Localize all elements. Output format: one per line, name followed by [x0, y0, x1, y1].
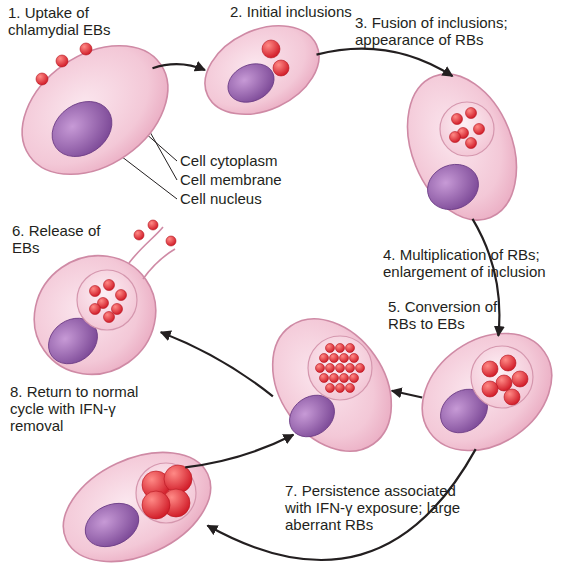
step-label: 6. Release of EBs [12, 222, 102, 256]
cell-node: 6. Release of EBs [25, 245, 165, 375]
chlamydial-body [164, 465, 192, 493]
chlamydial-body [346, 384, 355, 393]
chlamydial-body [326, 344, 335, 353]
cell-illustration [62, 455, 212, 560]
cell-body [248, 296, 416, 474]
cell-nucleus [41, 90, 122, 168]
cycle-arrow [161, 332, 273, 396]
cell-nucleus [78, 495, 146, 555]
step-label: 7. Persistence associated with IFN-γ exp… [285, 482, 475, 533]
chlamydial-body [326, 384, 335, 393]
chlamydial-body [134, 230, 144, 240]
step-label: 3. Fusion of inclusions; appearance of R… [355, 14, 560, 48]
chlamydial-body [90, 286, 101, 297]
chlamydial-body [350, 354, 359, 363]
chlamydial-body [346, 364, 355, 373]
cell-nucleus [421, 157, 486, 217]
cell-body [0, 19, 192, 201]
cell-body [46, 431, 228, 577]
part-label: Cell membrane [180, 171, 320, 188]
chlamydial-body [262, 40, 280, 58]
part-label: Cell cytoplasm [180, 152, 320, 169]
step-label: 5. Conversion of RBs to EBs [388, 298, 518, 332]
chlamydial-body [104, 280, 115, 291]
part-label: Cell nucleus [180, 190, 320, 207]
inclusion [440, 102, 494, 156]
chlamydial-body [326, 364, 335, 373]
chlamydial-body [452, 114, 463, 125]
cell-body [387, 58, 537, 236]
chlamydial-body [320, 354, 329, 363]
inclusion [136, 463, 196, 523]
chlamydial-body [148, 220, 158, 230]
cycle-arrow [208, 449, 476, 560]
cell-illustration [405, 75, 520, 220]
cycle-arrow [153, 64, 206, 70]
chlamydial-body [166, 236, 176, 246]
chlamydial-body [316, 364, 325, 373]
ruptured-membrane [129, 227, 175, 279]
inclusion [471, 346, 533, 408]
chlamydial-body [340, 374, 349, 383]
chlamydial-body [330, 374, 339, 383]
cell-node: 2. Initial inclusions [205, 25, 320, 115]
chlamydial-body [336, 384, 345, 393]
chlamydial-body [112, 304, 123, 315]
step-label: 4. Multiplication of RBs; enlargement of… [383, 246, 563, 280]
chlamydial-body [346, 344, 355, 353]
chlamydial-body [336, 364, 345, 373]
chlamydial-body [512, 371, 528, 387]
cycle-arrow [185, 435, 293, 468]
cell-node: 1. Uptake of chlamydial EBs [20, 45, 170, 175]
cell-illustration [25, 245, 165, 375]
chlamydial-body [496, 375, 512, 391]
chlamydial-body [356, 364, 365, 373]
cycle-arrow [473, 219, 500, 336]
cell-illustration [272, 320, 392, 450]
cell-body [11, 232, 179, 398]
chlamydial-body [90, 304, 101, 315]
chlamydial-body [482, 381, 498, 397]
chlamydial-body [116, 290, 127, 301]
chlamydial-body [500, 355, 516, 371]
cell-body [400, 309, 563, 474]
cell-node: 5. Conversion of RBs to EBs [422, 335, 552, 450]
chlamydial-body [80, 43, 92, 55]
cell-illustration [205, 25, 320, 115]
cycle-arrow [317, 49, 453, 77]
chlamydial-body [474, 124, 485, 135]
cell-node: 3. Fusion of inclusions; appearance of R… [405, 75, 520, 220]
inclusion [308, 336, 372, 400]
chlamydial-body [466, 138, 477, 149]
chlamydial-body [340, 354, 349, 363]
chlamydial-body [56, 55, 68, 67]
leader-line [150, 132, 177, 180]
chlamydial-body [336, 344, 345, 353]
chlamydial-body [142, 491, 170, 519]
chlamydial-body [320, 374, 329, 383]
chlamydial-body [104, 312, 115, 323]
cell-illustration [422, 335, 552, 450]
chlamydial-body [36, 73, 48, 85]
inclusion [77, 270, 137, 330]
chlamydial-body [330, 354, 339, 363]
step-label: 8. Return to normal cycle with IFN-γ rem… [10, 383, 160, 434]
cycle-arrow [392, 391, 422, 398]
chlamydial-body [466, 108, 477, 119]
chlamydial-body [273, 60, 289, 76]
chlamydial-body [350, 374, 359, 383]
cell-node [272, 320, 392, 450]
cell-illustration [20, 45, 170, 175]
cell-node: 7. Persistence associated with IFN-γ exp… [62, 455, 212, 560]
chlamydial-body [504, 389, 520, 405]
chlamydial-body [450, 132, 461, 143]
cell-nucleus [222, 57, 281, 110]
cell-body [191, 8, 334, 131]
step-label: 1. Uptake of chlamydial EBs [8, 4, 126, 38]
chlamydial-body [482, 361, 498, 377]
